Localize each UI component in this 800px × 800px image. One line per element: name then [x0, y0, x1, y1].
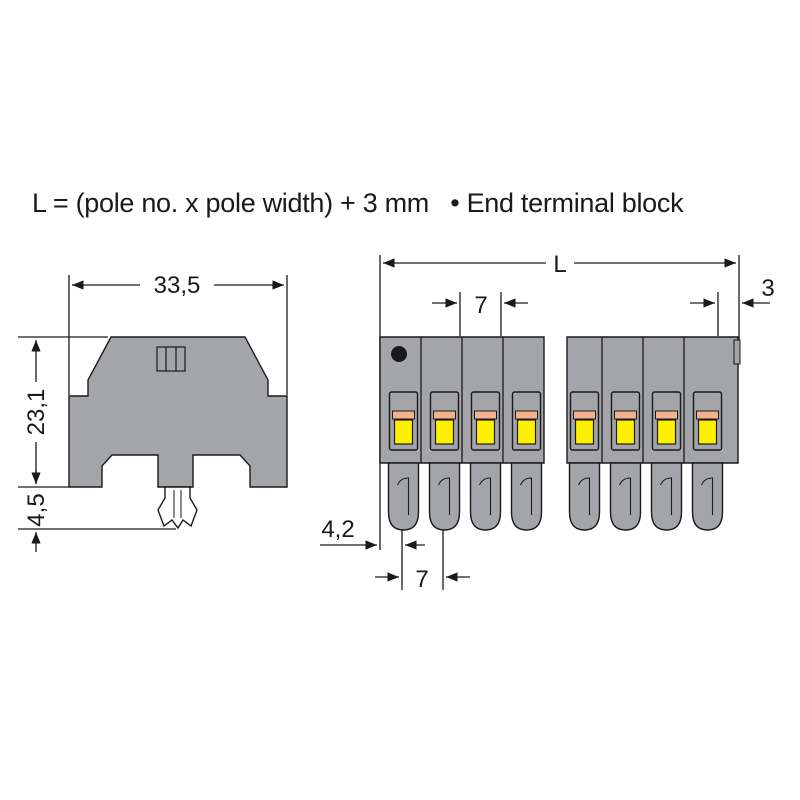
foot-label: 4,5	[23, 493, 50, 526]
side-view: 33,5 23,1 4,5	[18, 272, 288, 552]
length-label: L	[553, 251, 566, 278]
pole-width-label: 7	[474, 292, 487, 319]
pole-7	[642, 337, 683, 531]
pitch-label: 7	[415, 566, 428, 593]
mounting-foot	[157, 486, 198, 530]
poles	[387, 337, 724, 531]
pole-1	[387, 391, 420, 531]
pole-4	[502, 337, 543, 531]
end-plate-label: 3	[761, 275, 774, 302]
width-label: 33,5	[154, 272, 201, 299]
height-label: 23,1	[23, 389, 50, 436]
caption-bullet: •	[450, 188, 460, 218]
pole-3	[461, 337, 502, 531]
pole-5	[568, 391, 601, 531]
offset-label: 4,2	[321, 516, 354, 543]
caption-formula: L = (pole no. x pole width) + 3 mm	[32, 188, 430, 218]
pole-8	[683, 337, 724, 531]
caption-note: End terminal block	[466, 188, 684, 218]
pole-2	[420, 337, 461, 531]
caption: L = (pole no. x pole width) + 3 mm • End…	[32, 188, 684, 219]
front-view: L 7 3 4,2 7	[320, 251, 775, 593]
side-housing	[68, 336, 288, 488]
pole-6	[601, 337, 642, 531]
marking-dot-icon	[391, 346, 407, 362]
